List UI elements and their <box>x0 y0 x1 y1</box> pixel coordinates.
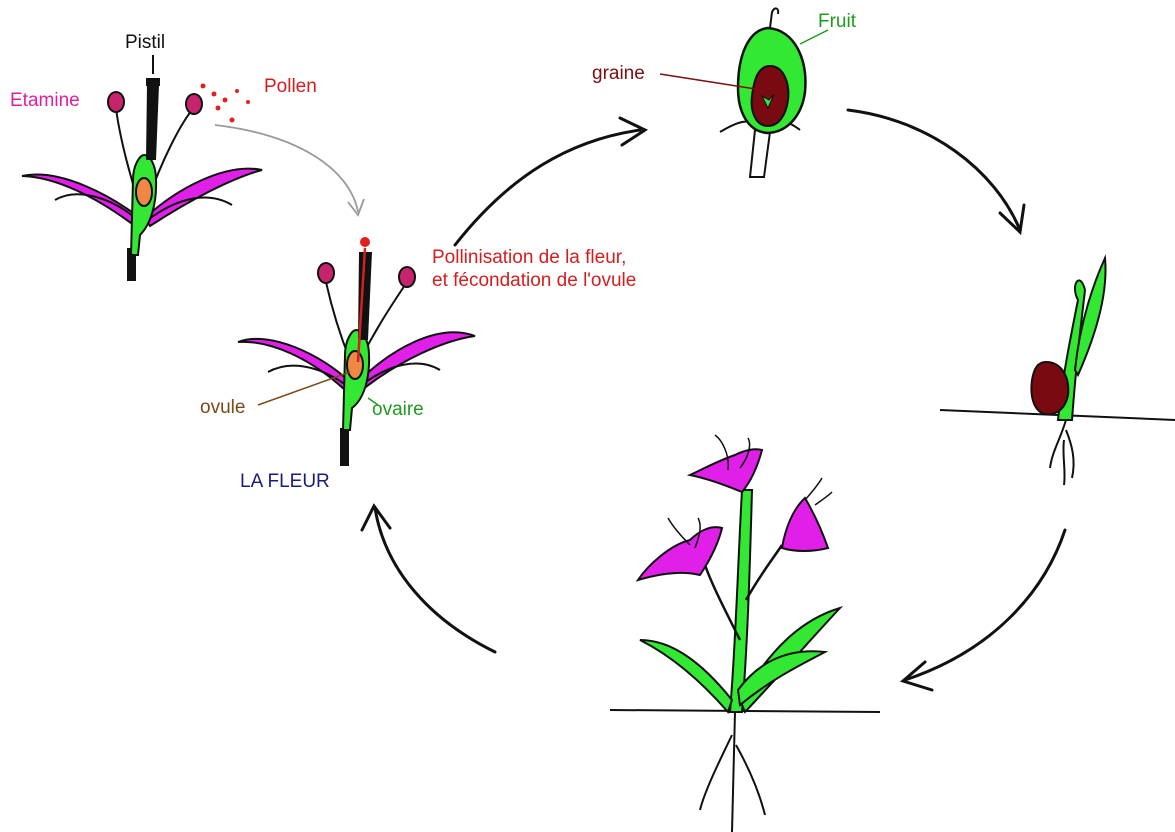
fruit-stage <box>660 8 828 177</box>
label-fruit: Fruit <box>818 10 856 33</box>
label-graine: graine <box>592 62 645 85</box>
label-pistil: Pistil <box>125 31 165 54</box>
plant-roots <box>700 712 765 832</box>
flower2-left-petal <box>238 339 350 390</box>
flower2-anther-right <box>399 267 415 287</box>
arrow-plant-to-flower <box>375 508 495 652</box>
label-etamine: Etamine <box>10 89 80 112</box>
flower2-anther-left <box>318 263 334 283</box>
fruit-tip <box>770 8 778 28</box>
plant-leaf-left <box>640 640 732 712</box>
seed <box>752 66 789 126</box>
plant-branch-right <box>746 545 782 600</box>
flower1-anther-right <box>186 94 202 114</box>
label-pollen: Pollen <box>264 75 317 98</box>
label-la-fleur: LA FLEUR <box>240 470 330 493</box>
arrow-fruit-to-germination <box>848 110 1020 230</box>
label-ovule: ovule <box>200 396 245 419</box>
flower1-ovule <box>136 178 152 206</box>
seedling-roots <box>1050 420 1074 485</box>
pollen-grain-on-stigma <box>360 237 370 247</box>
flower2-right-petal <box>358 332 475 390</box>
label-ovaire: ovaire <box>372 398 424 421</box>
label-pollination: Pollinisation de la fleur, et fécondatio… <box>432 246 642 292</box>
ovule-pointer <box>258 372 350 405</box>
germination-stage <box>940 258 1175 485</box>
flower1-anther-left <box>108 92 124 112</box>
plant-flower-top <box>690 449 762 492</box>
flower1-pistil-stigma <box>146 78 160 86</box>
cycle-arrows <box>362 110 1065 690</box>
pollen-grains <box>201 84 251 123</box>
plant-branch-left <box>705 565 740 640</box>
flower1-pistil <box>146 85 159 160</box>
flower1-left-petal <box>22 175 140 226</box>
fruit-stalk <box>750 130 770 177</box>
arrow-germination-to-plant <box>905 530 1065 680</box>
arrow-flower-to-fruit <box>455 130 640 245</box>
mature-plant-stage <box>610 435 880 832</box>
germinating-seed <box>1031 362 1068 414</box>
plant-flower-right <box>782 498 828 551</box>
flower2-stem-base <box>340 428 349 466</box>
plant-leaf-mid <box>738 651 825 705</box>
flower2-ovary <box>343 330 369 430</box>
arrowhead-fruit-to-germination <box>1000 205 1024 232</box>
flower2-ovule <box>347 351 363 379</box>
